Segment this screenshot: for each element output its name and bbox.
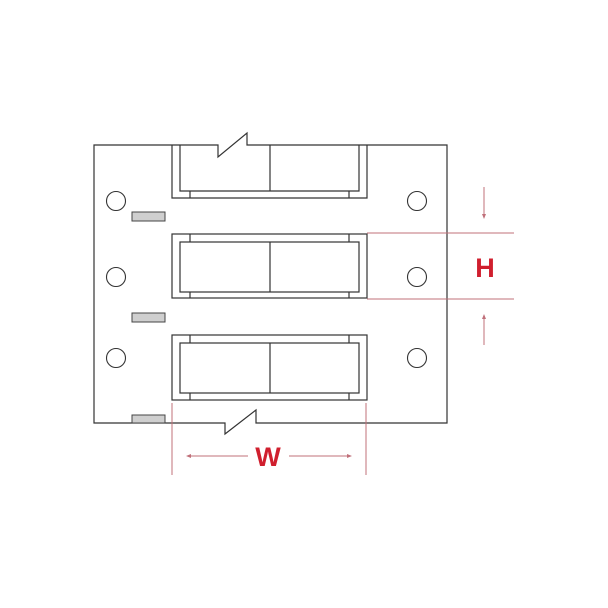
registration-tab <box>131 211 166 222</box>
registration-tab <box>131 312 166 323</box>
sprocket-hole-icon <box>406 190 428 212</box>
sprocket-hole-icon <box>105 347 127 369</box>
sprocket-hole-icon <box>105 190 127 212</box>
height-dimension <box>367 187 514 345</box>
width-label: W <box>255 442 281 472</box>
sprocket-hole-icon <box>105 266 127 288</box>
sprocket-hole-icon <box>406 347 428 369</box>
label-bottom <box>171 334 368 401</box>
carrier-sheet-outline <box>93 131 448 436</box>
label-top <box>171 145 368 199</box>
registration-tab <box>131 414 166 424</box>
sprocket-hole-icon <box>406 266 428 288</box>
width-dimension <box>171 403 367 475</box>
height-label: H <box>475 253 495 283</box>
label-middle <box>171 233 368 299</box>
